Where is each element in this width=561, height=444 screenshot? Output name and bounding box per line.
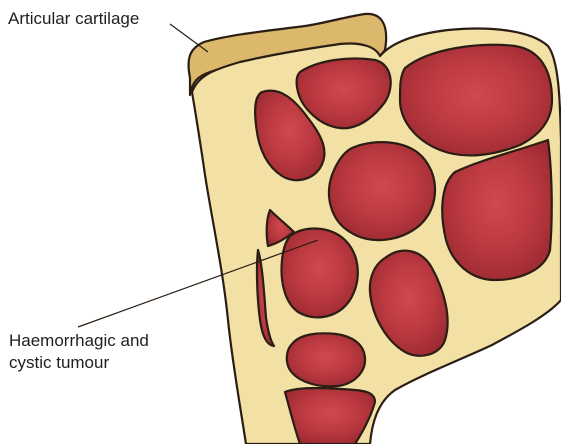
cyst-lower-left [287,333,365,386]
cyst-top-right [400,45,552,156]
tumour-label-line-1: Haemorrhagic and [9,330,149,352]
articular-cartilage-label: Articular cartilage [8,8,139,30]
cyst-left-mid [282,229,358,318]
tumour-label: Haemorrhagic and cystic tumour [9,330,149,374]
tumour-label-line-2: cystic tumour [9,352,149,374]
cartilage-leader-line [170,24,208,52]
cyst-center [329,142,435,240]
